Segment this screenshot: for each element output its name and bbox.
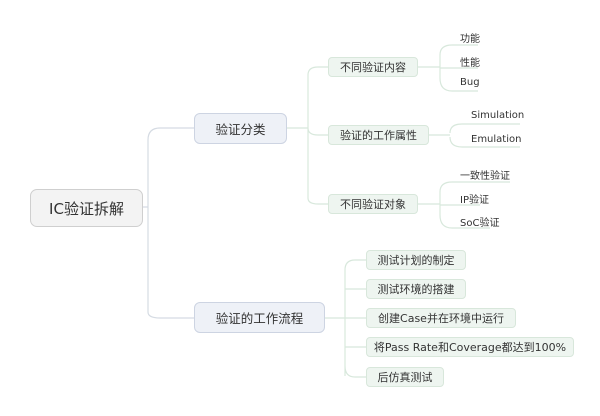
leaf[interactable]: 性能 [460,58,480,69]
workflow-step[interactable]: 后仿真测试 [366,367,444,387]
root-node[interactable]: IC验证拆解 [30,189,143,227]
workflow-step[interactable]: 将Pass Rate和Coverage都达到100% [366,337,574,357]
node-target[interactable]: 不同验证对象 [328,194,418,214]
leaf[interactable]: SoC验证 [460,218,500,229]
leaf[interactable]: 一致性验证 [460,171,510,182]
leaf[interactable]: Bug [460,77,480,88]
node-attribute[interactable]: 验证的工作属性 [328,125,429,145]
workflow-step[interactable]: 测试计划的制定 [366,250,466,270]
branch-verification-classification[interactable]: 验证分类 [194,113,287,144]
workflow-step[interactable]: 创建Case并在环境中运行 [366,308,516,328]
node-content[interactable]: 不同验证内容 [328,57,418,77]
leaf[interactable]: IP验证 [460,195,489,206]
branch-verification-workflow[interactable]: 验证的工作流程 [194,302,325,333]
leaf[interactable]: 功能 [460,34,480,45]
workflow-step[interactable]: 测试环境的搭建 [366,279,466,299]
leaf[interactable]: Emulation [471,134,522,145]
leaf[interactable]: Simulation [471,110,525,121]
